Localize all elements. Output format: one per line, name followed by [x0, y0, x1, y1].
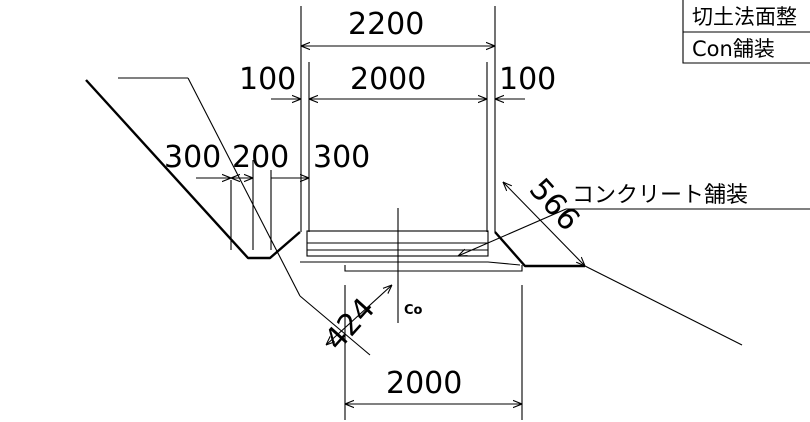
co-label: Co: [404, 303, 423, 318]
legend-table: 切土法面整 Con舗装: [682, 0, 810, 64]
legend-row-1: 切土法面整: [692, 5, 797, 29]
legend-row-2: Con舗装: [692, 37, 775, 61]
dim-424-label: 424: [318, 291, 382, 357]
dim-2000-top-label: 2000: [350, 62, 426, 97]
dim-300-left-label: 300: [164, 140, 221, 175]
road-body: [300, 230, 523, 272]
original-ground-left-slope: [187, 77, 301, 297]
dim-200-label: 200: [232, 140, 289, 175]
co-base-top: [300, 261, 521, 266]
dim-300-right-label: 300: [313, 140, 370, 175]
dim-100-left-label: 100: [239, 62, 296, 97]
co-base: [344, 265, 523, 272]
dim-2000-bottom-label: 2000: [386, 366, 462, 401]
dimension-text: 2200 100 2000 100 300 200 300 2000 566 4…: [164, 7, 586, 401]
dimension-lines: [196, 46, 810, 404]
cut-slope-right: [494, 231, 585, 268]
dim-100-right-label: 100: [499, 62, 556, 97]
dim-424-line: [326, 285, 392, 345]
dim-2200-label: 2200: [348, 7, 424, 42]
pavement-label: コンクリート舗装: [572, 183, 748, 208]
dim-566-line: [503, 182, 585, 266]
cut-slope-left: [85, 79, 301, 260]
original-ground-right-slope: [584, 265, 743, 346]
